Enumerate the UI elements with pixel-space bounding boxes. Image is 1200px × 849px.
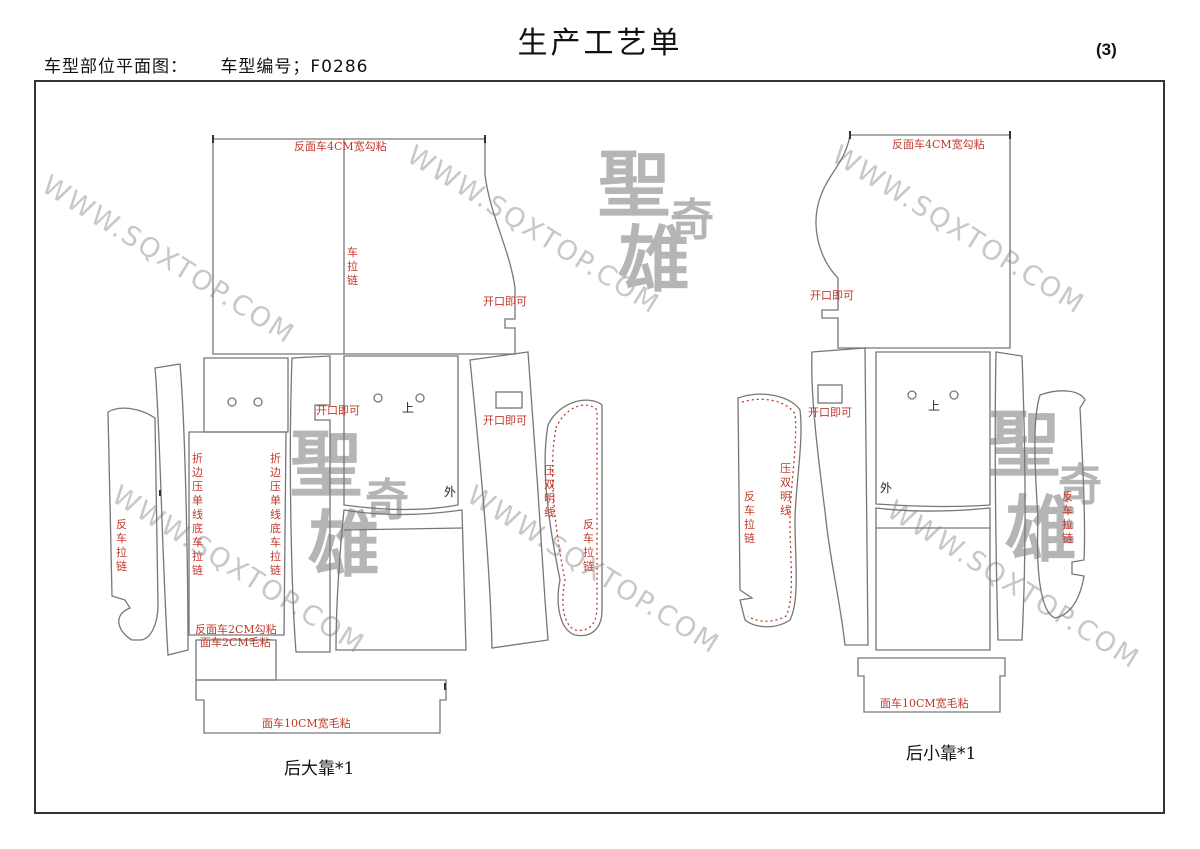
label-out: 外 [880,481,892,495]
center-lower-panel-outline [335,509,467,651]
upper-block-outline [203,357,289,433]
watermark-logo: 奇 [1058,460,1102,511]
label-opening-center: 开口即可 [316,404,360,417]
top-panel-outline [815,134,1011,349]
subheader: 车型部位平面图： 车型编号；F0286 [44,52,394,77]
left-pattern: 反面车4CM宽勾粘 车 拉 链 开口即可 开口即可 开口即可 上 外 折边压 单… [107,135,603,779]
label-reverse-zipper-right: 反车拉链 [1062,490,1073,545]
top-panel-outline [212,138,516,355]
opening-rect [817,384,843,404]
watermark-logo: 聖 [290,422,362,507]
label-top-note: 反面车4CM宽勾粘 [294,139,387,153]
label-fold-left: 折边压 单线底 车拉链 [192,451,207,577]
zipper-char: 车 [347,245,358,259]
label-reverse-zipper-left: 反车拉链 [116,518,127,573]
label-fold-right: 折边压 单线底 车拉链 [270,451,285,577]
right-strip-outline [994,351,1026,641]
double-stitch-line [551,404,598,632]
mid-strip-outline [289,355,331,653]
watermark-text: WWW.SQXTOP.COM [36,170,300,351]
watermark-logo: 雄 [1005,487,1077,572]
caption-small-back: 后小靠*1 [906,744,976,764]
label-bottom-note-2: 面车2CM毛粘 [200,635,271,649]
mark-hole [949,390,959,400]
watermark-logo: 奇 [365,475,409,526]
watermark-logo: 奇 [670,195,714,246]
zipper-char: 拉 [347,259,358,273]
document-title: 生产工艺单 [517,26,683,61]
label-reverse-zipper-right: 反车拉链 [583,518,594,573]
left-strip-outline [811,347,869,646]
opening-rect [495,391,523,409]
left-strip-outline [154,363,189,656]
label-opening-right: 开口即可 [483,295,527,308]
watermark-logo: 雄 [618,217,690,302]
mark-hole [227,397,237,407]
drawing-frame [34,80,1165,814]
zipper-char: 链 [347,273,358,287]
page-number: (3) [1096,40,1117,59]
label-up: 上 [928,399,940,413]
label-bottom-note-1: 反面车2CM勾粘 [195,622,277,636]
label-opening-left: 开口即可 [810,289,854,302]
label-top-note: 反面车4CM宽勾粘 [892,137,985,151]
seam-line [343,527,463,531]
right-strip-outline [469,351,549,649]
center-panel-outline [343,355,459,511]
label-out: 外 [444,485,456,499]
label-up: 上 [402,401,414,415]
watermark: WWW.SQXTOP.COM WWW.SQXTOP.COM WWW.SQXTOP… [36,140,1145,676]
label-opening-side: 开口即可 [808,406,852,419]
center-lower-panel-outline [875,507,991,651]
label-zipper: 车 拉 链 [347,245,362,287]
model-number-label: 车型编号；F0286 [220,57,369,77]
label-base-note: 面车10CM宽毛粘 [880,696,969,710]
mark-hole [415,393,425,403]
label-base-note: 面车10CM宽毛粘 [262,716,351,730]
label-opening-side: 开口即可 [483,414,527,427]
mark-hole [373,393,383,403]
center-panel-outline [875,351,991,508]
mark-hole [907,390,917,400]
watermark-text: WWW.SQXTOP.COM [826,140,1090,321]
fold-panel-outline [188,431,287,636]
right-pattern: 反面车4CM宽勾粘 开口即可 开口即可 上 外 反车拉链 压双明线 反车拉链 面… [737,131,1086,764]
label-double-stitch: 压双明线 [780,462,791,517]
right-side-piece-outline [1034,390,1086,619]
caption-large-back: 后大靠*1 [284,759,354,779]
label-reverse-zipper-left: 反车拉链 [744,490,755,545]
watermark-logo: 聖 [598,142,670,227]
label-double-stitch: 压双明线 [544,464,555,519]
base-panel-outline [857,657,1006,713]
mark-hole [253,397,263,407]
left-curved-piece-outline [737,393,802,628]
left-side-piece-outline [107,407,159,641]
plan-view-label: 车型部位平面图： [44,57,188,77]
right-curved-piece-outline [544,399,603,637]
